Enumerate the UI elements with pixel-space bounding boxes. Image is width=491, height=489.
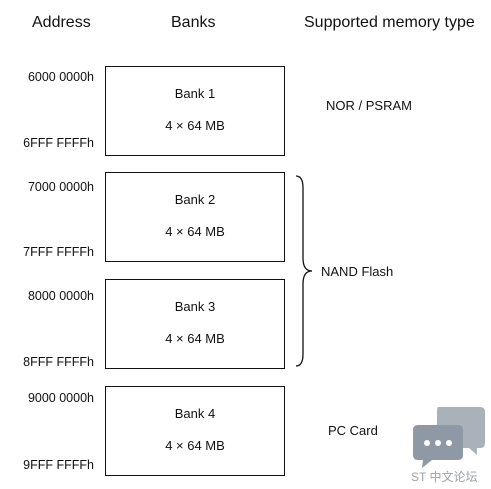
memory-type-pc-card: PC Card [328, 423, 378, 438]
bank2-end-address: 7FFF FFFFh [23, 245, 94, 259]
bank-2-size: 4 × 64 MB [165, 224, 225, 239]
bank-1-size: 4 × 64 MB [165, 118, 225, 133]
bank-2-box: Bank 2 4 × 64 MB [105, 172, 285, 262]
bank3-end-address: 8FFF FFFFh [23, 355, 94, 369]
bank-3-size: 4 × 64 MB [165, 331, 225, 346]
address-header: Address [32, 14, 91, 31]
bank-3-name: Bank 3 [174, 299, 216, 314]
memory-type-header: Supported memory type [304, 14, 475, 31]
memory-type-nand-flash: NAND Flash [321, 264, 394, 279]
bank3-start-address: 8000 0000h [27, 289, 94, 303]
bank-4-size: 4 × 64 MB [165, 438, 225, 453]
bank-4-name: Bank 4 [174, 406, 216, 421]
bank-3-box: Bank 3 4 × 64 MB [105, 279, 285, 369]
bank1-start-address: 6000 0000h [27, 70, 94, 84]
chat-bubbles-icon [413, 407, 485, 468]
bank-4-box: Bank 4 4 × 64 MB [105, 386, 285, 476]
bank2-start-address: 7000 0000h [27, 180, 94, 194]
banks-header: Banks [171, 14, 216, 31]
bank-1-name: Bank 1 [174, 86, 216, 101]
watermark-text: ST 中文论坛 [411, 470, 478, 484]
bank-2-name: Bank 2 [174, 192, 216, 207]
bank1-end-address: 6FFF FFFFh [23, 136, 94, 150]
bank4-end-address: 9FFF FFFFh [23, 458, 94, 472]
nand-brace-icon [295, 175, 313, 367]
bank4-start-address: 9000 0000h [27, 391, 94, 405]
memory-type-nor-psram: NOR / PSRAM [326, 98, 412, 113]
bank-1-box: Bank 1 4 × 64 MB [105, 66, 285, 156]
